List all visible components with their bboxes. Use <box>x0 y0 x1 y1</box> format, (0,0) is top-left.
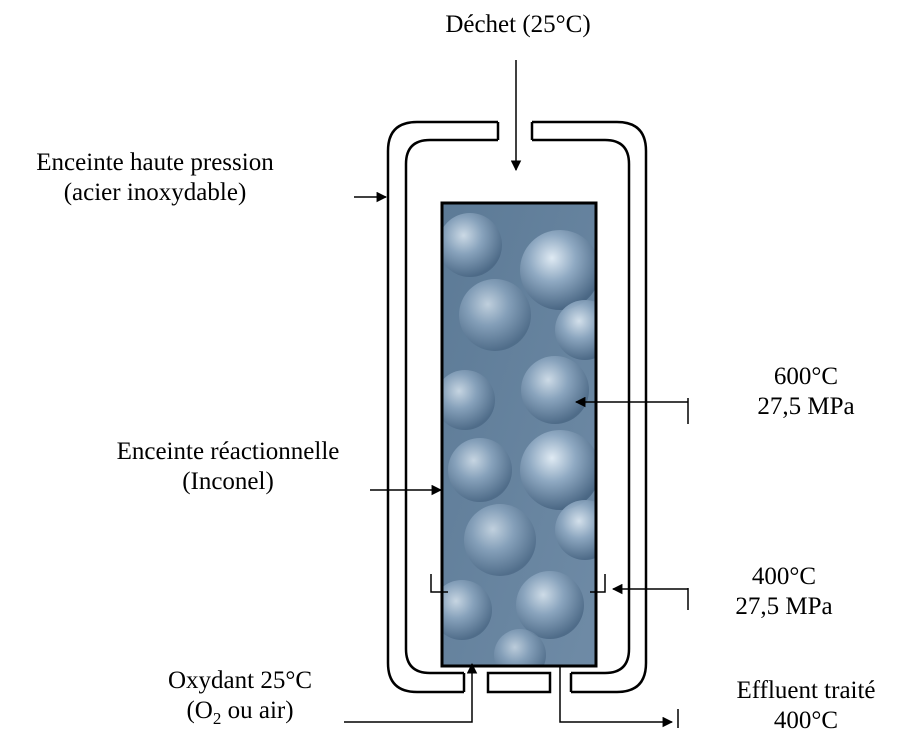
effluent-label: Effluent traité 400°C <box>710 676 902 736</box>
reaction-chamber-label: Enceinte réactionnelle (Inconel) <box>78 437 378 497</box>
oxidant-label: Oxydant 25°C (O2 ou air) <box>140 666 340 734</box>
reactor-bottom-pressure: 27,5 MPa <box>735 593 833 620</box>
reaction-chamber-label-line2: (Inconel) <box>182 468 274 495</box>
reactor-top-pressure: 27,5 MPa <box>757 393 855 420</box>
pressure-vessel <box>386 120 648 694</box>
waste-label: Déchet (25°C) <box>445 11 591 38</box>
reaction-chamber-label-line1: Enceinte réactionnelle <box>116 438 340 465</box>
oxidant-subscript: 2 <box>212 709 222 728</box>
internal-baffles <box>430 574 606 593</box>
reactor-bottom-temperature: 400°C <box>751 563 817 590</box>
reactor-conditions-top: 600°C 27,5 MPa <box>710 362 902 422</box>
effluent-label-line2: 400°C <box>773 707 839 734</box>
reactor-conditions-bottom: 400°C 27,5 MPa <box>694 562 874 622</box>
reactor-top-temperature: 600°C <box>773 363 839 390</box>
arrows <box>344 60 689 728</box>
oxidant-paren-open: (O <box>186 697 213 724</box>
oxidant-paren-close: ou air) <box>221 697 294 724</box>
pressure-vessel-label-line1: Enceinte haute pression <box>36 149 274 176</box>
pressure-vessel-label-line2: (acier inoxydable) <box>63 179 247 206</box>
oxidant-label-line2: (O2 ou air) <box>140 696 340 734</box>
pressure-vessel-label: Enceinte haute pression (acier inoxydabl… <box>0 148 310 208</box>
oxidant-label-line1: Oxydant 25°C <box>167 667 313 694</box>
effluent-label-line1: Effluent traité <box>736 677 876 704</box>
reaction-chamber <box>440 201 598 668</box>
